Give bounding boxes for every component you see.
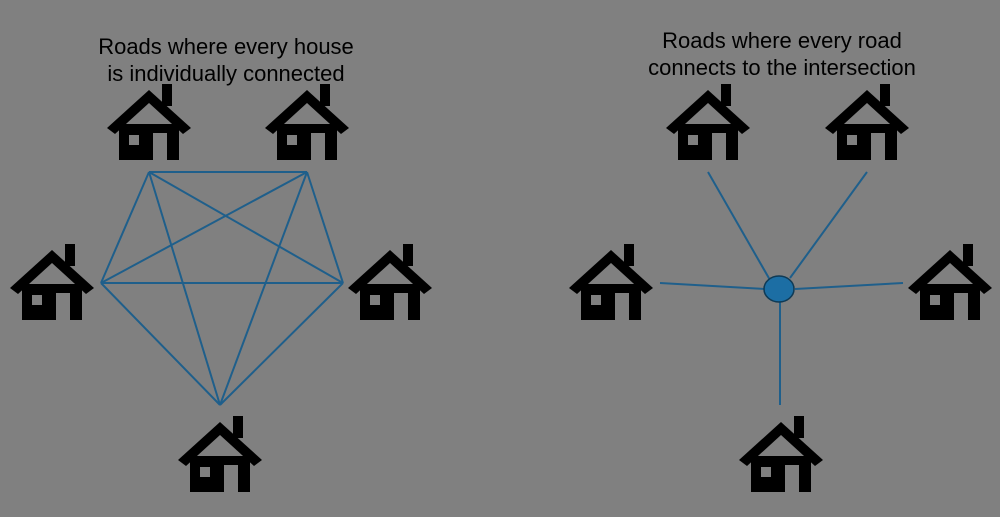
road — [148, 171, 221, 406]
house-icon — [178, 416, 262, 492]
road — [707, 171, 771, 281]
road — [789, 171, 868, 279]
left-caption-line-2: is individually connected — [107, 61, 345, 86]
road — [306, 171, 344, 284]
road — [100, 171, 308, 284]
road — [219, 282, 344, 406]
road — [219, 171, 308, 406]
intersection-node — [763, 275, 795, 303]
road — [100, 282, 221, 406]
right-caption-line-1: Roads where every road — [662, 28, 902, 53]
house-icon — [825, 84, 909, 160]
road — [794, 282, 904, 290]
house-icon — [348, 244, 432, 320]
road — [148, 171, 344, 284]
right-panel-caption: Roads where every road connects to the i… — [612, 27, 952, 81]
house-icon — [908, 244, 992, 320]
right-caption-line-2: connects to the intersection — [648, 55, 916, 80]
right-roads — [659, 171, 904, 405]
road — [100, 171, 150, 284]
house-icon — [569, 244, 653, 320]
left-caption-line-1: Roads where every house — [98, 34, 354, 59]
house-icon — [10, 244, 94, 320]
road — [659, 282, 766, 290]
house-icon — [666, 84, 750, 160]
left-panel-caption: Roads where every house is individually … — [56, 33, 396, 87]
house-icon — [265, 84, 349, 160]
left-roads — [100, 171, 344, 406]
house-icon — [739, 416, 823, 492]
house-icon — [107, 84, 191, 160]
